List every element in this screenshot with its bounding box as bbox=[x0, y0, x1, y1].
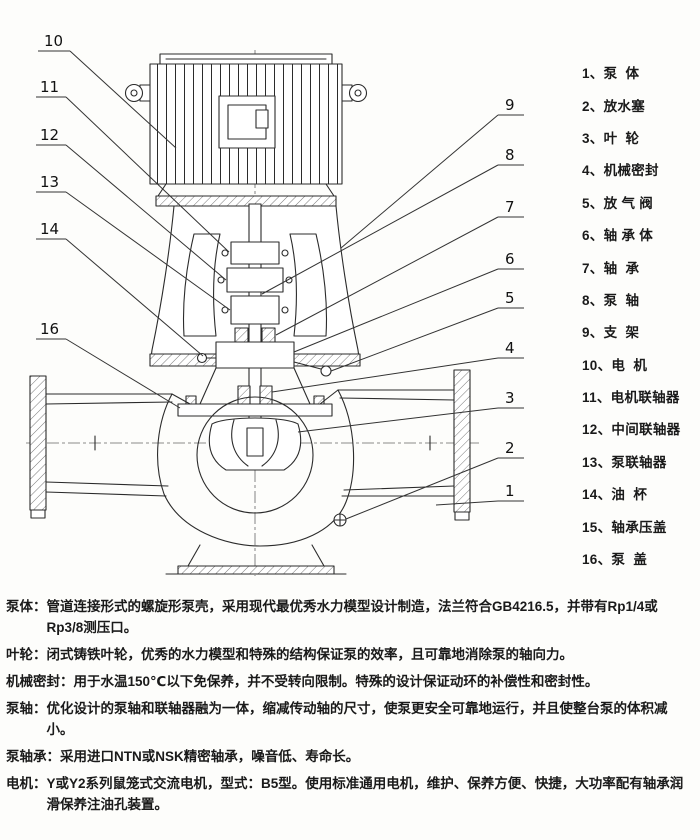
callout-3: 3 bbox=[297, 389, 524, 433]
bearing bbox=[234, 327, 249, 343]
description-mechanical-seal: 机械密封： 用于水温150℃以下免保养，并不受转向限制。特殊的设计保证动环的补偿… bbox=[6, 671, 694, 692]
suction-flange bbox=[29, 375, 47, 511]
figure-area: 10 11 12 13 14 bbox=[26, 32, 700, 576]
callout-number-1: 1 bbox=[505, 482, 515, 500]
shaft-and-couplings bbox=[217, 203, 293, 457]
parts-list-item-13: 13、泵联轴器 bbox=[582, 454, 667, 470]
description-text: 采用进口NTN或NSK精密轴承，噪音低、寿命长。 bbox=[60, 749, 360, 764]
parts-list-item-14: 14、油 杯 bbox=[582, 487, 648, 503]
parts-list-item-9: 9、支 架 bbox=[582, 325, 640, 341]
callout-7: 7 bbox=[275, 198, 524, 336]
oil-cup bbox=[196, 352, 208, 364]
parts-list-item-4: 4、机械密封 bbox=[582, 163, 659, 179]
parts-list-item-3: 3、叶 轮 bbox=[582, 130, 640, 146]
lifting-eye-right bbox=[348, 83, 368, 103]
callout-number-13: 13 bbox=[40, 173, 59, 191]
discharge-flange bbox=[453, 369, 471, 513]
callout-number-10: 10 bbox=[44, 32, 63, 50]
pump-cover bbox=[177, 395, 333, 417]
callout-number-9: 9 bbox=[505, 96, 515, 114]
callout-number-4: 4 bbox=[505, 339, 515, 357]
description-motor: 电机： Y或Y2系列鼠笼式交流电机，型式：B5型。使用标准通用电机，维护、保养方… bbox=[6, 773, 694, 815]
parts-list-item-1: 1、泵 体 bbox=[582, 66, 640, 82]
callout-8: 8 bbox=[261, 146, 524, 295]
description-pump-bearing: 泵轴承： 采用进口NTN或NSK精密轴承，噪音低、寿命长。 bbox=[6, 746, 694, 767]
callout-9: 9 bbox=[340, 96, 524, 249]
descriptions: 泵体： 管道连接形式的螺旋形泵壳，采用现代最优秀水力模型设计制造，法兰符合GB4… bbox=[6, 596, 694, 815]
callout-number-5: 5 bbox=[505, 289, 515, 307]
description-term: 叶轮： bbox=[6, 647, 47, 662]
callouts: 10 11 12 13 14 bbox=[36, 32, 524, 520]
parts-list-item-10: 10、电 机 bbox=[582, 357, 648, 373]
mechanical-seal bbox=[237, 385, 251, 405]
base-foot bbox=[165, 544, 347, 575]
parts-list-item-11: 11、电机联轴器 bbox=[582, 390, 680, 406]
callout-1: 1 bbox=[435, 482, 524, 506]
motor bbox=[124, 53, 368, 207]
description-term: 泵体： bbox=[6, 599, 47, 614]
parts-list-item-8: 8、泵 轴 bbox=[582, 292, 640, 308]
parts-list-item-2: 2、放水塞 bbox=[582, 98, 646, 114]
description-text: 闭式铸铁叶轮，优秀的水力模型和特殊的结构保证泵的效率，且可靠地消除泵的轴向力。 bbox=[46, 647, 574, 662]
callout-4: 4 bbox=[271, 339, 524, 393]
description-term: 泵轴承： bbox=[6, 749, 60, 764]
callout-10: 10 bbox=[38, 32, 177, 149]
callout-number-7: 7 bbox=[505, 198, 515, 216]
callout-2: 2 bbox=[345, 439, 524, 520]
middle-coupling bbox=[226, 267, 284, 293]
callout-14: 14 bbox=[36, 220, 204, 357]
drain-plug bbox=[333, 513, 347, 527]
callout-16: 16 bbox=[36, 320, 181, 409]
motor-flange bbox=[155, 195, 337, 207]
impeller bbox=[208, 417, 302, 471]
description-impeller: 叶轮： 闭式铸铁叶轮，优秀的水力模型和特殊的结构保证泵的效率，且可靠地消除泵的轴… bbox=[6, 644, 694, 665]
bearing-housing bbox=[215, 341, 295, 369]
callout-11: 11 bbox=[36, 78, 230, 253]
parts-list-item-15: 15、轴承压盖 bbox=[582, 519, 667, 535]
description-text: 用于水温150℃以下免保养，并不受转向限制。特殊的设计保证动环的补偿性和密封性。 bbox=[73, 674, 599, 689]
pump-coupling bbox=[230, 295, 280, 325]
callout-number-11: 11 bbox=[40, 78, 59, 96]
callout-number-3: 3 bbox=[505, 389, 515, 407]
callout-number-12: 12 bbox=[40, 126, 59, 144]
callout-number-14: 14 bbox=[40, 220, 59, 238]
callout-number-8: 8 bbox=[505, 146, 515, 164]
description-text: Y或Y2系列鼠笼式交流电机，型式：B5型。使用标准通用电机，维护、保养方便、快捷… bbox=[46, 776, 684, 812]
description-term: 电机： bbox=[6, 776, 47, 791]
callout-5: 5 bbox=[330, 289, 524, 372]
callout-number-2: 2 bbox=[505, 439, 515, 457]
callout-number-16: 16 bbox=[40, 320, 59, 338]
parts-list-item-16: 16、泵 盖 bbox=[582, 552, 648, 568]
parts-list: 1、泵 体 2、放水塞 3、叶 轮 4、机械密封 5、放 气 阀 6、轴 承 体… bbox=[582, 56, 700, 574]
callout-12: 12 bbox=[36, 126, 227, 281]
description-term: 机械密封： bbox=[6, 674, 74, 689]
parts-list-item-5: 5、放 气 阀 bbox=[582, 195, 654, 211]
description-text: 优化设计的泵轴和联轴器融为一体，缩减传动轴的尺寸，使泵更安全可靠地运行，并且使整… bbox=[46, 701, 668, 737]
callout-6: 6 bbox=[293, 250, 524, 353]
callout-number-6: 6 bbox=[505, 250, 515, 268]
bearing-unit bbox=[196, 327, 332, 405]
air-valve bbox=[320, 365, 332, 377]
pump-cross-section-drawing: 10 11 12 13 14 bbox=[26, 32, 524, 576]
callout-13: 13 bbox=[36, 173, 231, 311]
parts-list-item-7: 7、轴 承 bbox=[582, 260, 640, 276]
motor-coupling bbox=[230, 241, 280, 265]
pump-casing bbox=[29, 369, 471, 547]
description-term: 泵轴： bbox=[6, 701, 47, 716]
description-pump-body: 泵体： 管道连接形式的螺旋形泵壳，采用现代最优秀水力模型设计制造，法兰符合GB4… bbox=[6, 596, 694, 638]
description-text: 管道连接形式的螺旋形泵壳，采用现代最优秀水力模型设计制造，法兰符合GB4216.… bbox=[46, 599, 658, 635]
description-pump-shaft: 泵轴： 优化设计的泵轴和联轴器融为一体，缩减传动轴的尺寸，使泵更安全可靠地运行，… bbox=[6, 698, 694, 740]
parts-list-item-6: 6、轴 承 体 bbox=[582, 228, 654, 244]
parts-list-item-12: 12、中间联轴器 bbox=[582, 422, 681, 438]
lifting-eye-left bbox=[124, 83, 144, 103]
